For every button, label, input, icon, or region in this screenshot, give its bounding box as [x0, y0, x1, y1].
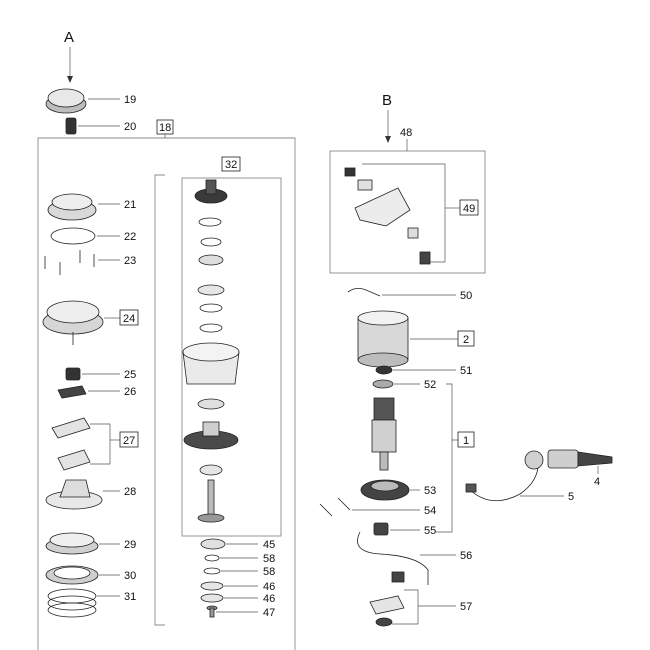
part-25-bearing	[65, 367, 81, 381]
part-45-washer	[200, 538, 226, 550]
box-27	[119, 431, 139, 448]
label-25: 25	[124, 369, 136, 381]
part-54-screws	[319, 497, 351, 517]
label-46b: 46	[263, 593, 275, 605]
box-24	[119, 309, 139, 326]
part-53-fan	[360, 479, 410, 501]
part-22-gasket	[50, 227, 96, 245]
part-58a-ring	[204, 554, 220, 562]
part-56-wire	[357, 531, 429, 585]
part-21-housing-cover	[47, 193, 97, 221]
group-label-b: B	[382, 92, 392, 109]
label-26: 26	[124, 386, 136, 398]
part-26-lever	[57, 385, 87, 399]
label-53: 53	[424, 485, 436, 497]
label-51: 51	[460, 365, 472, 377]
label-29: 29	[124, 539, 136, 551]
label-54: 54	[424, 505, 436, 517]
label-45: 45	[263, 539, 275, 551]
part-58b-ring	[203, 567, 221, 575]
label-50: 50	[460, 290, 472, 302]
label-56: 56	[460, 550, 472, 562]
label-55: 55	[424, 525, 436, 537]
arrow-a-head	[67, 76, 73, 83]
part-19-cap	[45, 88, 87, 114]
label-1: 1	[463, 435, 469, 447]
box-2	[457, 330, 475, 347]
part-57-brush-set	[369, 571, 405, 627]
label-58b: 58	[263, 566, 275, 578]
label-31: 31	[124, 591, 136, 603]
part-52-washer	[372, 379, 394, 389]
label-49: 49	[463, 203, 475, 215]
part-47-screw	[206, 605, 218, 618]
part-28-guard	[45, 479, 103, 510]
label-46a: 46	[263, 581, 275, 593]
label-22: 22	[124, 231, 136, 243]
frame-group-32	[181, 177, 282, 537]
frame-group-18	[37, 137, 296, 650]
box-1	[457, 431, 475, 448]
part-27-clamp-set	[51, 417, 91, 471]
part-46b-washer	[200, 593, 224, 603]
label-18: 18	[159, 122, 171, 134]
part-50-cable	[347, 288, 381, 297]
part-46a-washer	[200, 581, 224, 591]
part-55-bearing	[373, 522, 389, 536]
part-23-screws	[44, 250, 95, 275]
lead-57	[392, 589, 419, 625]
part-4-strain-relief	[547, 449, 613, 469]
part-31-springs	[47, 588, 97, 618]
label-32: 32	[225, 159, 237, 171]
label-4: 4	[594, 476, 600, 488]
arrow-b-head	[385, 136, 391, 143]
label-28: 28	[124, 486, 136, 498]
frame-group-32-bracket	[154, 174, 165, 626]
label-5: 5	[568, 491, 574, 503]
label-21: 21	[124, 199, 136, 211]
label-30: 30	[124, 570, 136, 582]
label-24: 24	[123, 313, 135, 325]
lead-49	[362, 163, 446, 263]
frame-group-48	[329, 150, 486, 274]
label-52: 52	[424, 379, 436, 391]
part-24-gear-housing	[42, 300, 104, 345]
part-29-flange	[45, 532, 99, 555]
label-23: 23	[124, 255, 136, 267]
part-2-stator	[357, 310, 409, 368]
lead-27	[90, 423, 111, 465]
label-2: 2	[463, 334, 469, 346]
part-49-brush-holder-set	[344, 167, 431, 265]
group-label-a: A	[64, 29, 74, 46]
part-1-armature	[371, 397, 397, 471]
label-19: 19	[124, 94, 136, 106]
part-20-spring	[65, 117, 77, 135]
label-47: 47	[263, 607, 275, 619]
label-48: 48	[400, 127, 412, 139]
label-58a: 58	[263, 553, 275, 565]
part-30-ring	[45, 565, 99, 585]
box-32	[221, 156, 241, 172]
part-32-spindle-assembly	[182, 179, 240, 523]
lead-1	[436, 383, 453, 533]
label-57: 57	[460, 601, 472, 613]
part-5-cable-harness	[465, 450, 544, 502]
box-49	[459, 199, 479, 216]
part-51-bearing	[375, 365, 393, 375]
label-27: 27	[123, 435, 135, 447]
label-20: 20	[124, 121, 136, 133]
